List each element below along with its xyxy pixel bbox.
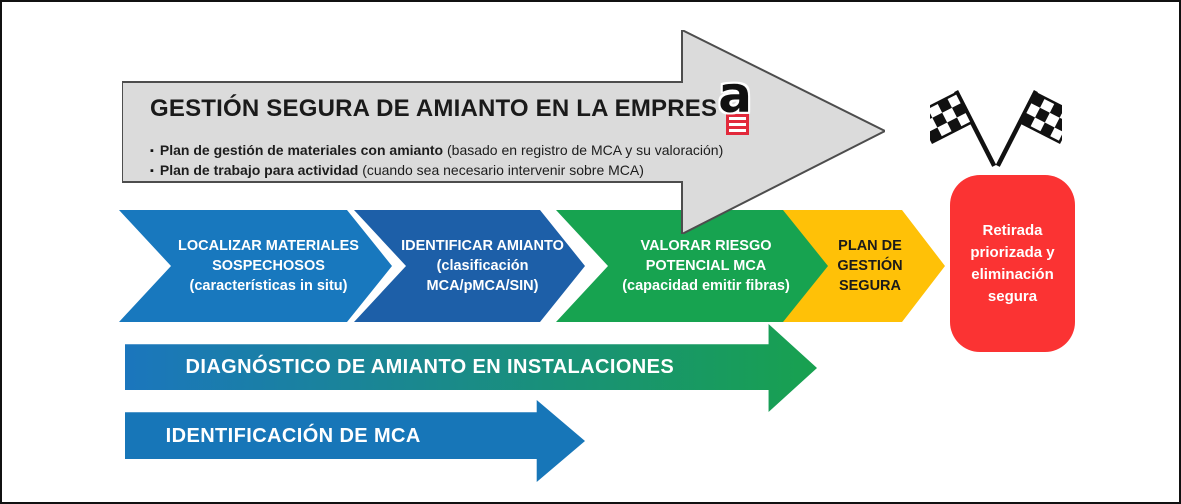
- step-line: MCA/pMCA/SIN): [426, 278, 539, 294]
- brand-logo-letter: a: [718, 66, 753, 124]
- step-line: LOCALIZAR MATERIALES: [178, 238, 359, 254]
- bullet-bold-text: Plan de gestión de materiales con amiant…: [159, 142, 444, 158]
- phase-arrow-diagnostico: DIAGNÓSTICO DE AMIANTO EN INSTALACIONES: [125, 324, 817, 412]
- bullet-item: Plan de gestión de materiales con amiant…: [150, 141, 770, 161]
- phase-arrow-identificacion: IDENTIFICACIÓN DE MCA: [125, 400, 585, 482]
- phase-label: DIAGNÓSTICO DE AMIANTO EN INSTALACIONES: [185, 355, 675, 378]
- page-title-text: GESTIÓN SEGURA DE AMIANTO EN LA EMPRES: [150, 95, 718, 122]
- step-line: SEGURA: [838, 278, 902, 294]
- step-line: POTENCIAL MCA: [645, 258, 767, 274]
- bullet-detail-text: (cuando sea necesario intervenir sobre M…: [358, 162, 644, 178]
- step-line: SOSPECHOSOS: [212, 258, 325, 274]
- bullet-item: Plan de trabajo para actividad (cuando s…: [150, 161, 770, 181]
- header-bullets: Plan de gestión de materiales con amiant…: [150, 141, 770, 181]
- step-line: GESTIÓN: [837, 258, 903, 274]
- step-line: (capacidad emitir fibras): [622, 278, 790, 294]
- step-line: VALORAR RIESGO: [640, 238, 772, 254]
- step-line: IDENTIFICAR AMIANTO: [401, 238, 564, 254]
- brand-logo-lines-icon: [726, 114, 750, 135]
- result-label: Retirada priorizada y eliminación segura: [970, 221, 1055, 305]
- finish-flags-icon: [930, 90, 1062, 167]
- phase-label: IDENTIFICACIÓN DE MCA: [165, 424, 421, 447]
- step-line: PLAN DE: [838, 238, 902, 254]
- header-arrow-polygon: [122, 30, 885, 234]
- header-arrow-shape: [122, 30, 885, 234]
- result-box: Retirada priorizada y eliminación segura: [950, 175, 1075, 352]
- brand-logo: a: [718, 70, 754, 135]
- step-line: (clasificación: [436, 258, 529, 274]
- step-line: (características in situ): [189, 278, 348, 294]
- bullet-detail-text: (basado en registro de MCA y su valoraci…: [443, 142, 724, 158]
- bullet-bold-text: Plan de trabajo para actividad: [159, 162, 359, 178]
